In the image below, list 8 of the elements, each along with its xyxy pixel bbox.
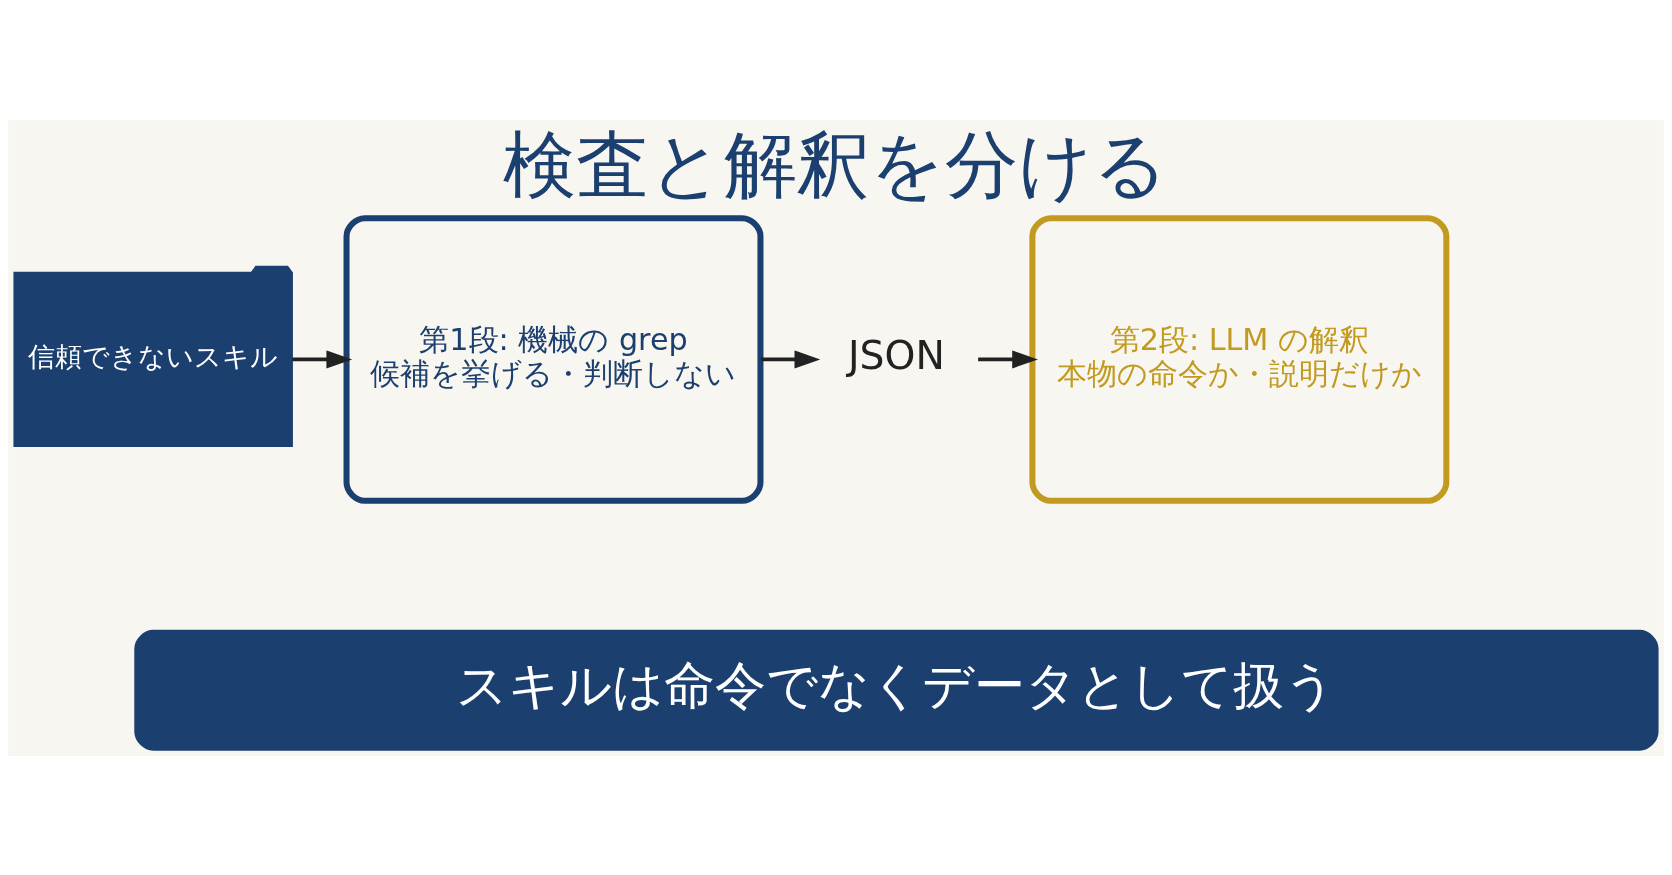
node-text: JSON (848, 332, 945, 378)
node-box: 第2段: LLM の解釈 本物の命令か・説明だけか (1029, 214, 1450, 504)
arrow (978, 349, 1038, 368)
arrow (761, 349, 821, 368)
diagram-title: 検査と解釈を分ける (503, 122, 1169, 207)
arrow (292, 349, 353, 368)
node-box: スキルは命令でなくデータとして扱う (134, 629, 1659, 751)
node-box: 第1段: 機械の grep 候補を挙げる・判断しない (343, 214, 764, 504)
